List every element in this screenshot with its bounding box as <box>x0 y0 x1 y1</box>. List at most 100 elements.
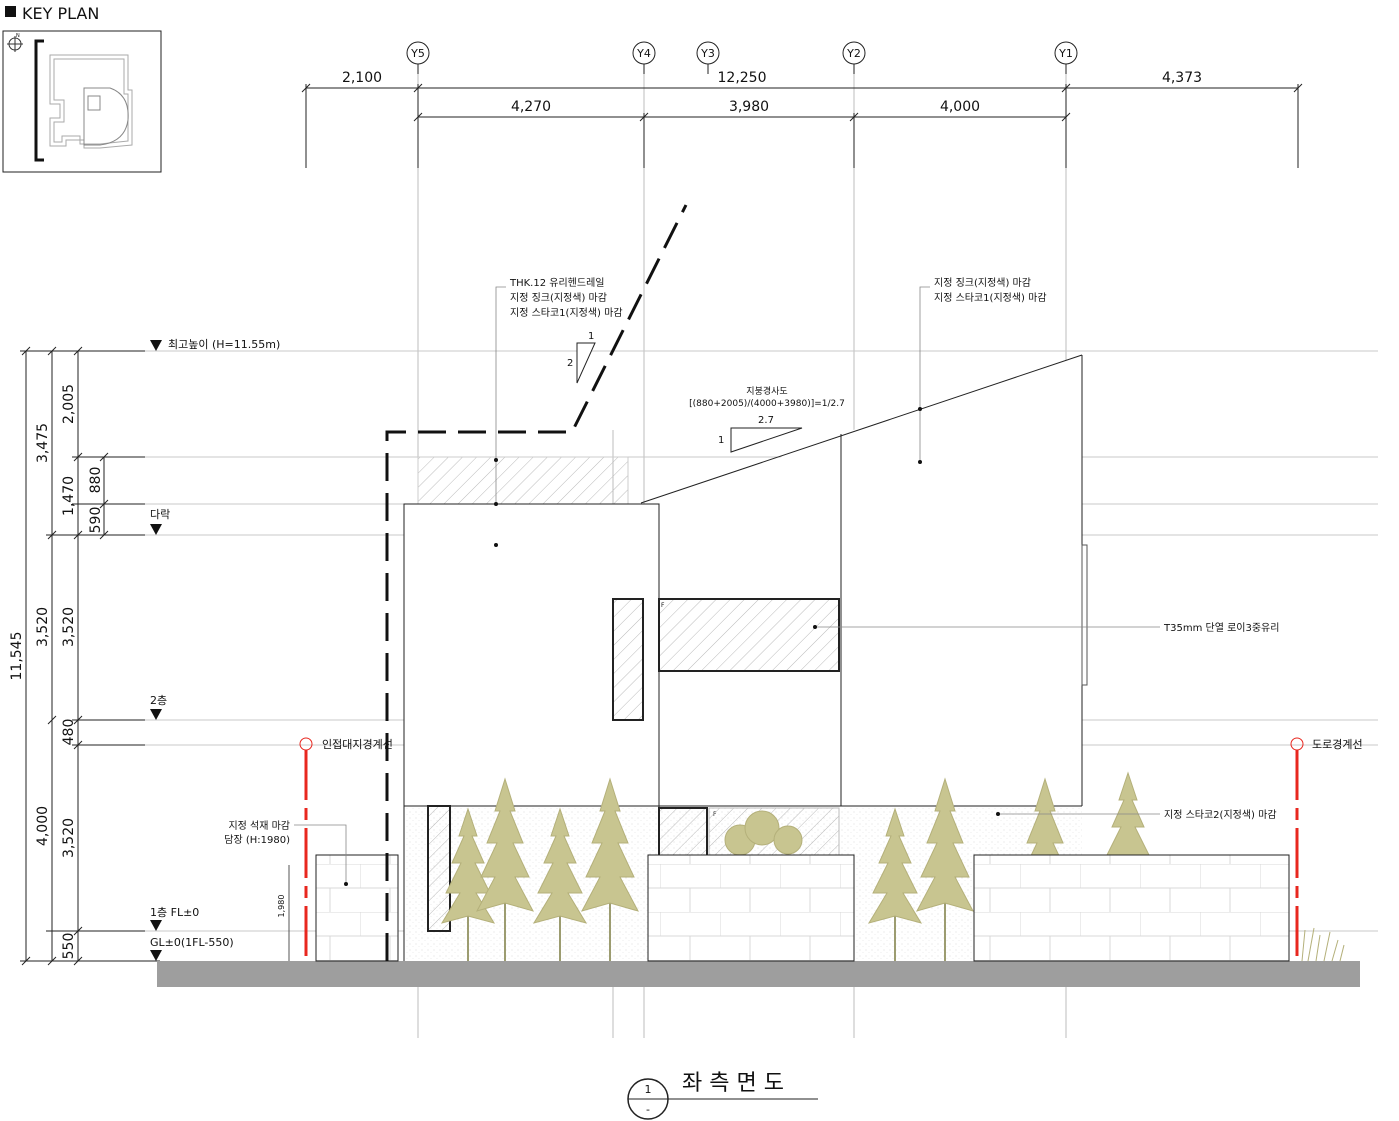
slope-run-label: 2.7 <box>758 415 774 426</box>
dim-b1: 2,005 <box>61 384 77 424</box>
drawing-number: 1 <box>645 1083 652 1096</box>
dim-bay-3: 4,000 <box>940 99 980 115</box>
grid-label-y3: Y3 <box>700 47 715 60</box>
height-limit-line <box>385 204 688 961</box>
dim-c2: 590 <box>88 507 104 534</box>
glass-handrail <box>417 456 629 505</box>
level-ground: GL±0(1FL-550) <box>150 936 234 961</box>
stone-wall-right <box>973 854 1290 962</box>
dim-b6: 550 <box>61 933 77 960</box>
level-second-label: 2층 <box>150 694 167 707</box>
grid-label-y5: Y5 <box>410 47 425 60</box>
boundary-lines: 인접대지경계선 도로경계선 <box>299 737 1363 961</box>
note-glass: T35mm 단열 로이3중유리 <box>813 622 1279 634</box>
grid-label-y2: Y2 <box>846 47 861 60</box>
level-first: 1층 FL±0 <box>150 906 199 931</box>
dim-a2: 3,520 <box>35 607 51 647</box>
drawing-sheet: - <box>646 1103 650 1116</box>
grid-bubble-y1: Y1 <box>1054 41 1078 74</box>
annotations: THK.12 유리헨드레일 지정 징크(지정색) 마감 지정 스타코1(지정색)… <box>224 277 1279 886</box>
fences: 1,980 <box>277 854 1290 962</box>
dim-a1: 3,475 <box>35 423 51 463</box>
level-second: 2층 <box>150 694 167 720</box>
grass <box>1301 927 1345 962</box>
level-top: 최고높이 (H=11.55m) <box>150 338 280 351</box>
dim-b3: 3,520 <box>61 607 77 647</box>
dim-b5: 3,520 <box>61 818 77 858</box>
roof-line <box>640 354 1083 504</box>
grid-bubble-y5: Y5 <box>406 41 430 74</box>
level-attic-label: 다락 <box>150 508 170 521</box>
north-label: N <box>16 33 20 39</box>
drawing-title-block: 1 - 좌 측 면 도 <box>627 1071 818 1120</box>
stone-wall-left <box>315 854 399 962</box>
level-attic: 다락 <box>150 508 170 535</box>
wedge-run-label: 1 <box>588 331 594 342</box>
wall-height-text: 1,980 <box>277 895 286 918</box>
key-plan-marker <box>5 6 16 17</box>
grid-bubble-y4: Y4 <box>632 41 656 74</box>
dim-overall-right: 4,373 <box>1162 70 1202 86</box>
grid-bubbles: Y5 Y4 Y3 Y2 Y1 <box>406 41 1078 74</box>
note-stone-2: 담장 (H:1980) <box>224 834 290 846</box>
key-plan-frame <box>2 30 162 173</box>
boundary-right-label: 도로경계선 <box>1312 738 1363 751</box>
grid-bubble-y2: Y2 <box>842 41 866 74</box>
dim-overall-left: 2,100 <box>342 70 382 86</box>
tall-window-lower <box>427 805 451 932</box>
main-volume <box>659 355 1082 806</box>
slope-rise-label: 1 <box>718 435 724 446</box>
note-rail-3: 지정 스타코1(지정색) 마감 <box>510 307 623 319</box>
top-dimension-texts: 2,100 12,250 4,373 4,270 3,980 4,000 <box>342 70 1202 115</box>
note-rail-2: 지정 징크(지정색) 마감 <box>510 292 607 304</box>
dim-bay-1: 4,270 <box>511 99 551 115</box>
drawing-title: 좌 측 면 도 <box>682 1071 784 1096</box>
key-plan: KEY PLAN N <box>2 4 162 173</box>
level-top-label: 최고높이 (H=11.55m) <box>168 338 280 351</box>
note-handrail: THK.12 유리헨드레일 지정 징크(지정색) 마감 지정 스타코1(지정색)… <box>494 277 623 547</box>
ground-slab <box>157 961 1360 987</box>
section-bracket <box>34 39 44 162</box>
boundary-right-marker <box>1290 737 1304 751</box>
small-window <box>658 807 708 861</box>
grid-bubble-y3: Y3 <box>696 41 720 74</box>
note-roof: 지정 징크(지정색) 마감 지정 스타코1(지정색) 마감 <box>918 277 1047 464</box>
note-stone-1: 지정 석재 마감 <box>228 820 290 832</box>
note-stucco2: 지정 스타코2(지정색) 마감 <box>996 809 1277 821</box>
fix-mark-1: F <box>661 602 665 609</box>
note-stone-wall: 지정 석재 마감 담장 (H:1980) <box>224 820 348 886</box>
side-fin <box>1081 544 1088 686</box>
slope-title: 지붕경사도 <box>746 385 787 397</box>
level-first-label: 1층 FL±0 <box>150 906 199 919</box>
dim-b2: 1,470 <box>61 476 77 516</box>
note-roof-1: 지정 징크(지정색) 마감 <box>934 277 1031 289</box>
level-ground-label: GL±0(1FL-550) <box>150 936 234 949</box>
note-glass-text: T35mm 단열 로이3중유리 <box>1163 622 1279 634</box>
stone-wall-mid <box>647 854 855 962</box>
dim-c1: 880 <box>88 467 104 494</box>
grid-label-y4: Y4 <box>636 47 651 60</box>
boundary-left-label: 인접대지경계선 <box>322 738 393 751</box>
slope-formula: [(880+2005)/(4000+3980)]=1/2.7 <box>689 399 845 409</box>
key-plan-outline <box>49 54 133 149</box>
roof-slope-callout: 지붕경사도 [(880+2005)/(4000+3980)]=1/2.7 2.7… <box>689 385 845 453</box>
dim-bay-2: 3,980 <box>729 99 769 115</box>
boundary-left-marker <box>299 737 313 751</box>
dim-overall-mid: 12,250 <box>718 70 767 86</box>
top-dimension-lines <box>301 83 1303 168</box>
dim-a3: 4,000 <box>35 806 51 846</box>
wide-window <box>658 598 840 672</box>
dim-b4: 480 <box>61 719 77 746</box>
note-roof-2: 지정 스타코1(지정색) 마감 <box>934 292 1047 304</box>
key-plan-title: KEY PLAN <box>22 4 99 23</box>
level-markers: 최고높이 (H=11.55m) 다락 2층 1층 FL±0 GL±0(1FL-5… <box>150 338 280 961</box>
left-dimension-texts: 11,545 3,475 3,520 4,000 2,005 1,470 3,5… <box>9 384 104 959</box>
tall-window-upper <box>612 598 644 721</box>
dim-total-height: 11,545 <box>9 632 25 681</box>
left-dimension-lines <box>20 346 160 966</box>
note-rail-1: THK.12 유리헨드레일 <box>509 277 604 289</box>
slope-wedge-1: 1 2 <box>567 331 596 384</box>
wedge-rise-label: 2 <box>567 358 573 369</box>
grid-label-y1: Y1 <box>1058 47 1073 60</box>
